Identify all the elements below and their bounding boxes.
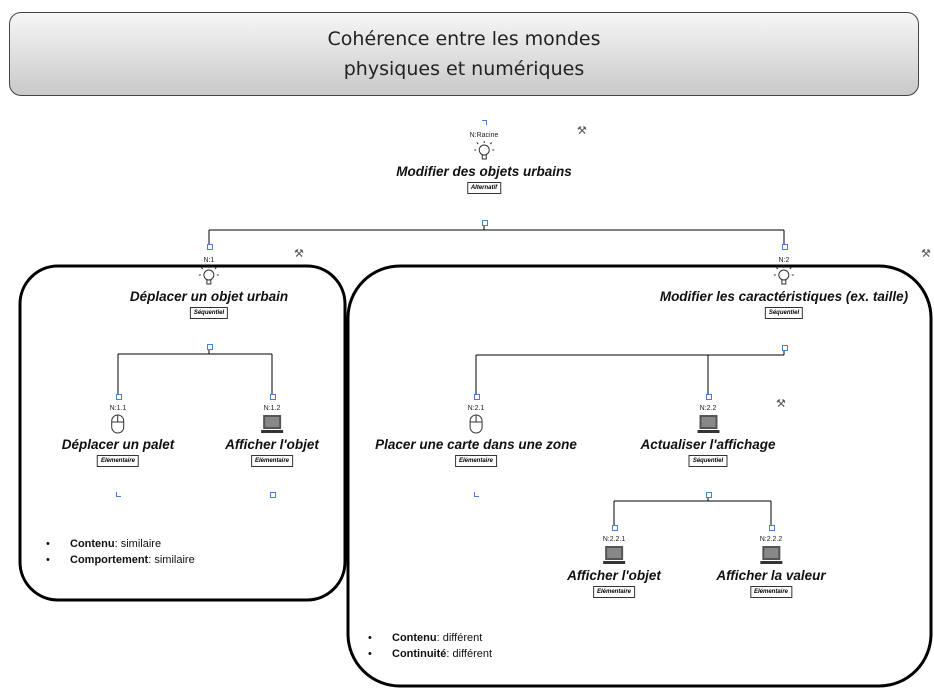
note-item: • Contenu : différent <box>368 630 492 646</box>
anchor-t22-bottom <box>706 492 712 498</box>
task-name: Déplacer un objet urbain <box>129 289 289 304</box>
anchor-t222-top <box>769 525 775 531</box>
task-1-2[interactable]: N:1.2 Afficher l'objet Elémentaire <box>225 404 319 467</box>
task-id: N:Racine <box>469 132 499 139</box>
note-value: : similaire <box>148 554 195 566</box>
task-id: N:2.2 <box>699 405 717 412</box>
notes-left: • Contenu : similaire • Comportement : s… <box>46 536 195 568</box>
magnifier-icon[interactable]: ⚒ <box>294 248 304 260</box>
lightbulb-icon <box>196 265 222 287</box>
anchor-t21-top <box>474 394 480 400</box>
operator-badge: Alternatif <box>466 182 502 194</box>
bullet-icon: • <box>46 554 50 566</box>
task-2-2[interactable]: N:2.2 Actualiser l'affichage Séquentiel <box>640 404 776 467</box>
bullet-icon: • <box>46 538 50 550</box>
note-label: Contenu <box>392 632 437 644</box>
operator-badge: Elémentaire <box>592 586 636 598</box>
task-id: N:1 <box>203 257 215 264</box>
note-label: Contenu <box>70 538 115 550</box>
bullet-icon: • <box>368 632 372 644</box>
note-item: • Continuité : différent <box>368 646 492 662</box>
group-left-outline <box>18 264 347 602</box>
operator-badge: Séquentiel <box>764 307 804 319</box>
task-name: Déplacer un palet <box>61 437 175 452</box>
corner-t21-bottom <box>474 492 479 497</box>
operator-badge: Séquentiel <box>688 455 728 467</box>
task-2-2-1[interactable]: N:2.2.1 Afficher l'objet Elémentaire <box>567 535 661 598</box>
note-label: Continuité <box>392 648 447 660</box>
anchor-t1-top <box>207 244 213 250</box>
task-2-1[interactable]: N:2.1 Placer une carte dans une zone Elé… <box>375 404 577 467</box>
task-1-1[interactable]: N:1.1 Déplacer un palet Elémentaire <box>61 404 175 467</box>
anchor-t12-top <box>270 394 276 400</box>
note-value: : différent <box>446 648 493 660</box>
group-right-outline <box>346 264 933 688</box>
mouse-icon <box>463 413 489 435</box>
note-label: Comportement <box>70 554 149 566</box>
note-value: : similaire <box>114 538 162 550</box>
corner-t11-bottom <box>116 492 121 497</box>
computer-icon <box>259 413 285 435</box>
task-name: Actualiser l'affichage <box>640 437 776 452</box>
anchor-t11-top <box>116 394 122 400</box>
task-id: N:2.2.1 <box>602 536 626 543</box>
task-id: N:1.1 <box>109 405 127 412</box>
anchor-t12-bottom <box>270 492 276 498</box>
note-item: • Contenu : similaire <box>46 536 195 552</box>
note-value: : différent <box>436 632 483 644</box>
task-name: Afficher l'objet <box>567 568 661 583</box>
anchor-t2-top <box>782 244 788 250</box>
corner-root-top <box>482 120 487 125</box>
task-name: Afficher l'objet <box>225 437 319 452</box>
anchor-t221-top <box>612 525 618 531</box>
title-banner: Cohérence entre les mondes physiques et … <box>9 12 919 96</box>
magnifier-icon[interactable]: ⚒ <box>776 398 786 410</box>
operator-badge: Elémentaire <box>454 455 498 467</box>
operator-badge: Séquentiel <box>189 307 229 319</box>
computer-icon <box>695 413 721 435</box>
task-name: Afficher la valeur <box>716 568 826 583</box>
task-id: N:2 <box>778 257 790 264</box>
title-line-2: physiques et numériques <box>343 58 585 80</box>
mouse-icon <box>105 413 131 435</box>
anchor-t22-top <box>706 394 712 400</box>
anchor-root-bottom <box>482 220 488 226</box>
notes-right: • Contenu : différent • Continuité : dif… <box>368 630 492 662</box>
title-line-1: Cohérence entre les mondes <box>327 28 601 50</box>
bullet-icon: • <box>368 648 372 660</box>
task-name: Modifier des objets urbains <box>396 164 572 179</box>
anchor-t1-bottom <box>207 344 213 350</box>
anchor-t2-bottom <box>782 345 788 351</box>
lightbulb-icon <box>471 140 497 162</box>
computer-icon <box>758 544 784 566</box>
task-root[interactable]: N:Racine Modifier des objets urbains Alt… <box>396 131 572 194</box>
lightbulb-icon <box>771 265 797 287</box>
operator-badge: Elémentaire <box>250 455 294 467</box>
note-item: • Comportement : similaire <box>46 552 195 568</box>
task-name: Placer une carte dans une zone <box>375 437 577 452</box>
task-name: Modifier les caractéristiques (ex. taill… <box>659 289 909 304</box>
task-2[interactable]: N:2 Modifier les caractéristiques (ex. t… <box>660 256 908 319</box>
computer-icon <box>601 544 627 566</box>
operator-badge: Elémentaire <box>749 586 793 598</box>
task-id: N:1.2 <box>263 405 281 412</box>
operator-badge: Elémentaire <box>96 455 140 467</box>
task-id: N:2.2.2 <box>759 536 783 543</box>
magnifier-icon[interactable]: ⚒ <box>577 125 587 137</box>
task-id: N:2.1 <box>467 405 485 412</box>
task-1[interactable]: N:1 Déplacer un objet urbain Séquentiel <box>130 256 288 319</box>
magnifier-icon[interactable]: ⚒ <box>921 248 931 260</box>
task-2-2-2[interactable]: N:2.2.2 Afficher la valeur Elémentaire <box>716 535 826 598</box>
